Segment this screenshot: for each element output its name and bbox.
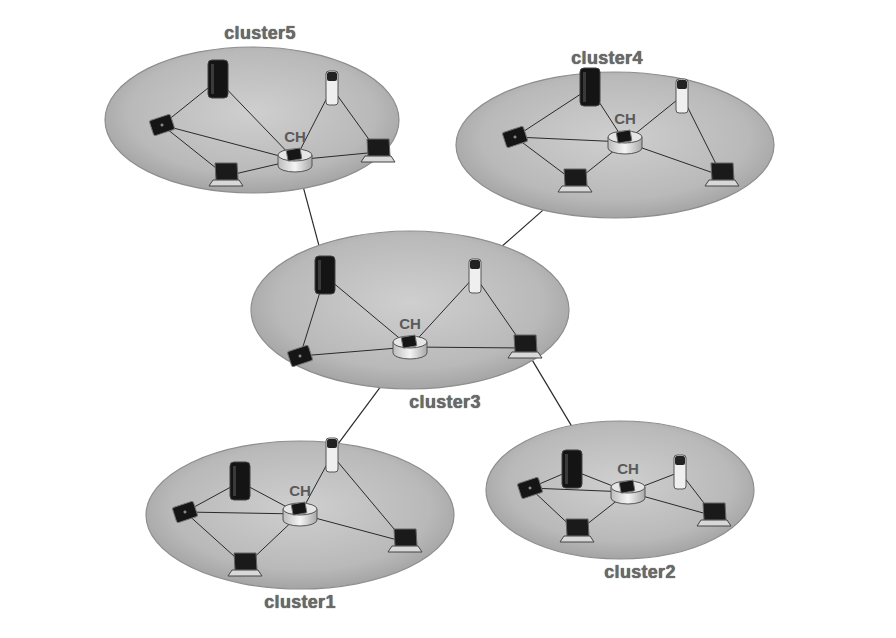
router-icon [275, 147, 315, 173]
cluster-head-label: CH [390, 316, 430, 332]
laptop-icon [560, 519, 594, 542]
cluster-head: CH [390, 316, 430, 360]
cluster-label: cluster3 [409, 392, 480, 413]
kiosk-icon [676, 79, 688, 113]
cluster-ellipse [456, 72, 774, 218]
cluster-ellipse [146, 441, 454, 589]
cluster-ellipse [105, 47, 399, 193]
laptop-icon [508, 335, 542, 358]
router-icon [390, 334, 430, 360]
link-line [325, 276, 410, 347]
cluster-label: cluster5 [224, 23, 295, 44]
cluster-ellipse [486, 421, 754, 559]
cluster-link [304, 188, 319, 245]
kiosk-icon [326, 71, 338, 105]
cluster-ellipse [250, 230, 570, 390]
cluster-head-label: CH [280, 483, 320, 499]
tablet-icon [149, 114, 175, 136]
cluster-label: cluster1 [264, 592, 335, 613]
link-line [162, 125, 295, 160]
laptop-icon [209, 163, 243, 186]
cluster-links [185, 455, 405, 566]
cluster-region: cluster3CH [250, 230, 570, 390]
cluster-head-label: CH [608, 461, 648, 477]
cluster-head: CH [280, 483, 320, 527]
tower-icon [580, 68, 600, 106]
kiosk-icon [326, 438, 338, 472]
cluster-label: cluster2 [604, 562, 675, 583]
tablet-icon [502, 126, 528, 148]
cluster-ellipse [104, 46, 400, 194]
cluster-region: cluster2CH [485, 420, 755, 560]
cluster-head-label: CH [275, 129, 315, 145]
cluster-links [515, 88, 722, 182]
tower-icon [315, 256, 335, 294]
cluster-region: cluster1CH [145, 440, 455, 590]
laptop-icon [388, 529, 422, 552]
cluster-region: cluster4CH [455, 71, 775, 219]
cluster-head: CH [275, 129, 315, 173]
cluster-head: CH [608, 461, 648, 505]
cluster-head: CH [605, 111, 645, 155]
tower-icon [208, 60, 228, 98]
kiosk-icon [469, 259, 481, 293]
link-line [515, 88, 590, 137]
router-icon [280, 501, 320, 527]
cluster-ellipse [251, 231, 569, 389]
cluster-region: cluster5CH [104, 46, 400, 194]
laptop-icon [228, 553, 262, 576]
tower-icon [230, 462, 250, 500]
laptop-icon [558, 169, 592, 192]
cluster-link [338, 388, 380, 444]
laptop-icon [361, 139, 395, 162]
tower-icon [562, 450, 582, 488]
tablet-icon [287, 345, 313, 367]
cluster-links [162, 80, 378, 176]
router-icon [608, 479, 648, 505]
tablet-icon [172, 501, 198, 523]
cluster-head-label: CH [605, 111, 645, 127]
kiosk-icon [674, 455, 686, 489]
cluster-link [502, 210, 543, 246]
tablet-icon [517, 477, 543, 499]
laptop-icon [697, 503, 731, 526]
link-line [410, 276, 475, 347]
cluster-label: cluster4 [571, 48, 642, 69]
cluster-link [532, 360, 571, 426]
laptop-icon [705, 163, 739, 186]
link-line [218, 80, 295, 160]
router-icon [605, 129, 645, 155]
